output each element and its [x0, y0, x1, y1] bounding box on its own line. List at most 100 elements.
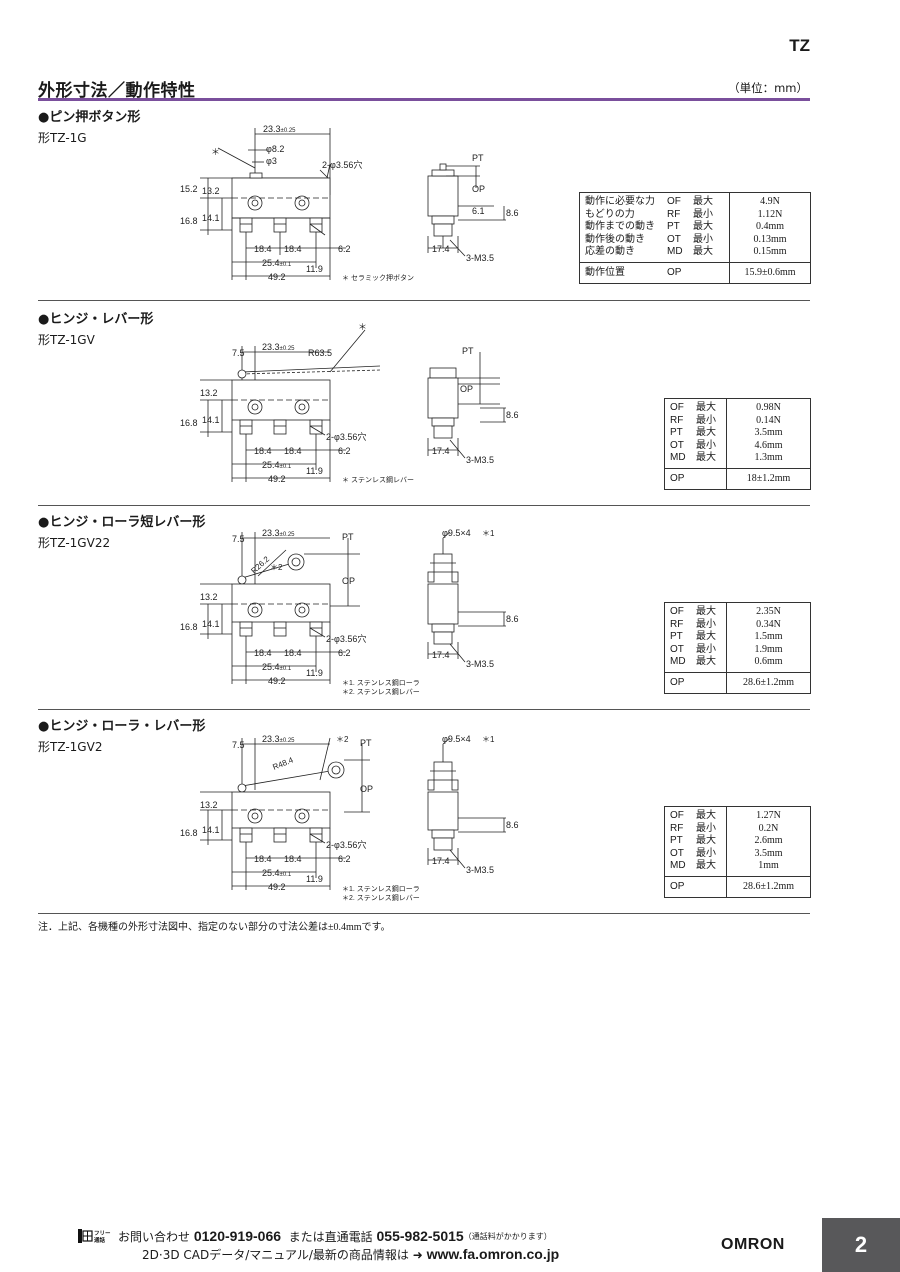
dim-49-2: 49.2: [268, 676, 286, 686]
section-heading: ●ピン押ボタン形: [38, 110, 141, 125]
dim-8-6: 8.6: [506, 614, 519, 624]
dim-op: OP: [360, 784, 373, 794]
spec-value: 2.35N: [756, 606, 781, 617]
spec-value: 0.13mm: [753, 233, 787, 245]
dim-pt: PT: [360, 738, 372, 748]
dim-7-5: 7.5: [232, 534, 245, 544]
dim-star: ＊: [211, 147, 220, 157]
dim-op: OP: [472, 184, 485, 194]
arrow-icon: ➜: [412, 1248, 423, 1262]
svg-text:通話: 通話: [94, 1236, 106, 1243]
free-number[interactable]: 0120-919-066: [193, 1228, 282, 1244]
op-name: 動作位置: [585, 266, 625, 278]
dim-hole: 2-φ3.56穴: [326, 839, 366, 850]
dim-star2: ＊2: [270, 563, 283, 572]
dim-15-2: 15.2: [180, 184, 198, 194]
dim-25-4: 25.4±0.1: [262, 868, 292, 878]
dim-11-9: 11.9: [306, 466, 323, 476]
spec-value: 1.5mm: [754, 631, 783, 642]
drawing-note: ＊ ステンレス鋼レバー: [342, 475, 414, 484]
free-dial-icon: フリー 通話: [78, 1229, 114, 1244]
spec-value: 3.5mm: [754, 847, 783, 859]
dim-radius: R48.4: [271, 755, 295, 772]
dim-14-1: 14.1: [202, 213, 220, 223]
page-number: 2: [822, 1218, 900, 1272]
section-divider: [38, 300, 810, 301]
dim-18-4a: 18.4: [254, 648, 272, 658]
dim-11-9: 11.9: [306, 874, 323, 884]
footer: フリー 通話 お問い合わせ 0120-919-066 または直通電話 055-9…: [78, 1227, 559, 1263]
dim-phi-3: φ3: [266, 156, 277, 166]
spec-value: 0.2N: [758, 822, 779, 834]
dim-op: OP: [342, 576, 355, 586]
drawing-note: ＊2. ステンレス鋼レバー: [342, 893, 420, 902]
dim-49-2: 49.2: [268, 882, 286, 892]
direct-number[interactable]: 055-982-5015: [376, 1228, 464, 1244]
dim-25-4: 25.4±0.1: [262, 258, 292, 268]
dim-roller: φ9.5×4: [442, 734, 471, 744]
dim-23-3: 23.3±0.25: [262, 342, 295, 352]
drawing-note: ＊ セラミック押ボタン: [342, 273, 414, 282]
dim-49-2: 49.2: [268, 272, 286, 282]
dim-pt: PT: [472, 153, 484, 163]
section-heading: ●ヒンジ・レバー形: [38, 312, 154, 327]
dimension-drawing-front: 23.3±0.25 φ8.2 φ3 ＊ 2-φ3.56穴 15.2 13.2 1…: [170, 120, 430, 285]
dim-18-4b: 18.4: [284, 446, 302, 456]
dim-18-4b: 18.4: [284, 648, 302, 658]
dim-7-5: 7.5: [232, 740, 245, 750]
dim-op: OP: [460, 384, 473, 394]
op-value: 28.6±1.2mm: [742, 676, 795, 688]
dimension-drawing-front: 7.5 23.3±0.25 R26.2 ＊2 PT OP 13.2 16.8 1…: [170, 524, 430, 699]
section-divider: [38, 913, 810, 914]
section-hinge-roller-lever: ●ヒンジ・ローラ・レバー形 形TZ-1GV2: [38, 717, 810, 757]
spec-value: 1.9mm: [754, 643, 783, 655]
spec-value: 0.14N: [756, 414, 781, 426]
dim-16-8: 16.8: [180, 828, 198, 838]
dim-6-1: 6.1: [472, 206, 485, 216]
section-hinge-lever: ●ヒンジ・レバー形 形TZ-1GV: [38, 310, 810, 350]
dim-11-9: 11.9: [306, 264, 323, 274]
cad-info-text: 2D·3D CADデータ/マニュアル/最新の商品情報は: [142, 1248, 409, 1262]
dim-6-2: 6.2: [338, 244, 351, 254]
dim-18-4a: 18.4: [254, 446, 272, 456]
section-pin-plunger: ●ピン押ボタン形 形TZ-1G: [38, 108, 810, 148]
dim-13-2: 13.2: [200, 388, 218, 398]
section-divider: [38, 709, 810, 710]
dim-pt: PT: [342, 532, 354, 542]
dim-7-5: 7.5: [232, 348, 245, 358]
spec-value: 1.27N: [756, 810, 781, 821]
dim-screw: 3-M3.5: [466, 253, 494, 263]
op-value: 28.6±1.2mm: [742, 880, 795, 892]
dim-star1: ＊1: [482, 529, 495, 538]
op-abbr: OP: [667, 266, 682, 278]
dim-23-3: 23.3±0.25: [262, 734, 295, 744]
dimension-drawing-side: φ9.5×4 ＊1 8.6 17.4 3-M3.5: [420, 730, 530, 880]
dim-pt: PT: [462, 346, 474, 356]
website-link[interactable]: www.fa.omron.co.jp: [426, 1246, 560, 1262]
dim-star2: ＊2: [336, 735, 349, 744]
dimension-drawing-side: PT OP 6.1 8.6 17.4 3-M3.5: [420, 148, 530, 268]
dim-screw: 3-M3.5: [466, 659, 494, 669]
op-value: 15.9±0.6mm: [744, 266, 796, 278]
dim-16-8: 16.8: [180, 622, 198, 632]
inquiry-label: お問い合わせ: [118, 1229, 191, 1244]
spec-value: 3.5mm: [754, 427, 783, 438]
section-heading: ●ヒンジ・ローラ短レバー形: [38, 515, 206, 530]
dim-18-4a: 18.4: [254, 244, 272, 254]
dim-18-4b: 18.4: [284, 244, 302, 254]
dim-8-6: 8.6: [506, 820, 519, 830]
